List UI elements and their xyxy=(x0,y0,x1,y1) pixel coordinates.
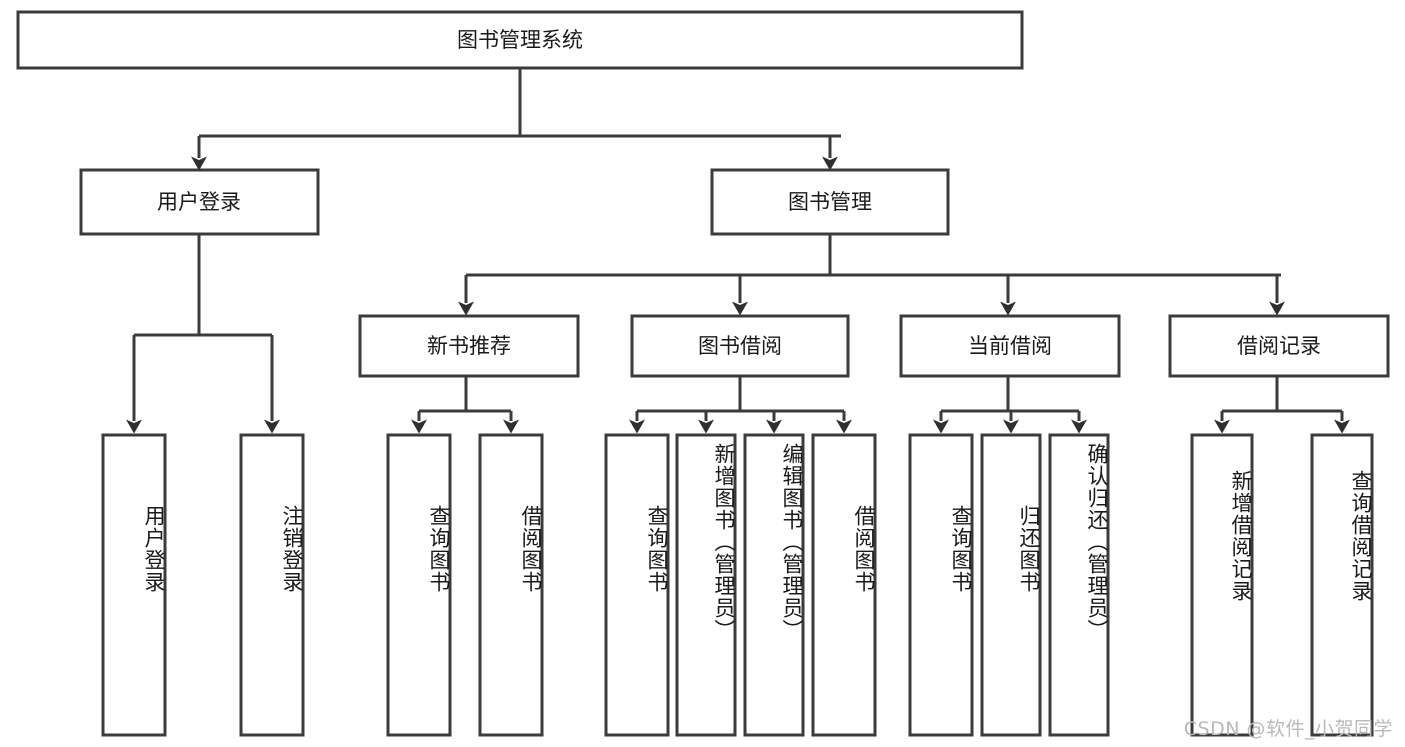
node-root-label: 图书管理系统 xyxy=(457,28,583,52)
node-user-login-label: 用户登录 xyxy=(157,190,241,214)
node-book-borrow-label: 图书借阅 xyxy=(698,334,782,358)
connector-borrow-to-leaves xyxy=(629,376,852,434)
node-new-book-recommend[interactable]: 新书推荐 xyxy=(358,314,580,378)
leaf-rect-add-record[interactable] xyxy=(1190,433,1254,737)
node-user-login[interactable]: 用户登录 xyxy=(79,168,320,236)
node-new-book-recommend-label: 新书推荐 xyxy=(427,334,511,358)
leaf-rect-confirm-return[interactable] xyxy=(1048,433,1110,737)
connector-records-to-leaves xyxy=(1214,376,1350,434)
connector-userlogin-to-leaves xyxy=(126,234,280,434)
node-root[interactable]: 图书管理系统 xyxy=(16,10,1024,70)
connector-bookmgmt-to-level3 xyxy=(458,234,1285,316)
leaf-rect-borrow-book-1[interactable] xyxy=(478,433,544,737)
node-borrow-records-label: 借阅记录 xyxy=(1237,334,1321,358)
node-current-borrow-label: 当前借阅 xyxy=(968,334,1052,358)
leaf-rect-user-login[interactable] xyxy=(101,433,167,737)
leaf-rect-query-book-2[interactable] xyxy=(604,433,670,737)
leaf-rect-logout[interactable] xyxy=(239,433,305,737)
node-book-management[interactable]: 图书管理 xyxy=(710,168,950,236)
node-borrow-records[interactable]: 借阅记录 xyxy=(1168,314,1390,378)
leaf-rect-add-book[interactable] xyxy=(675,433,737,737)
leaf-rect-return-book[interactable] xyxy=(980,433,1042,737)
connector-root-to-level2 xyxy=(191,68,841,171)
leaf-rect-edit-book[interactable] xyxy=(743,433,805,737)
leaf-rects xyxy=(101,433,1374,737)
leaf-rect-query-book-3[interactable] xyxy=(908,433,974,737)
node-current-borrow[interactable]: 当前借阅 xyxy=(899,314,1121,378)
node-book-borrow[interactable]: 图书借阅 xyxy=(630,314,850,378)
csdn-watermark: CSDN @软件_小贺同学 xyxy=(1183,718,1393,740)
node-book-management-label: 图书管理 xyxy=(788,190,872,214)
leaf-rect-query-record[interactable] xyxy=(1310,433,1374,737)
connector-current-to-leaves xyxy=(933,376,1087,434)
leaf-rect-borrow-book-2[interactable] xyxy=(811,433,877,737)
leaf-rect-query-book-1[interactable] xyxy=(386,433,452,737)
connector-newbooks-to-leaves xyxy=(411,376,519,434)
